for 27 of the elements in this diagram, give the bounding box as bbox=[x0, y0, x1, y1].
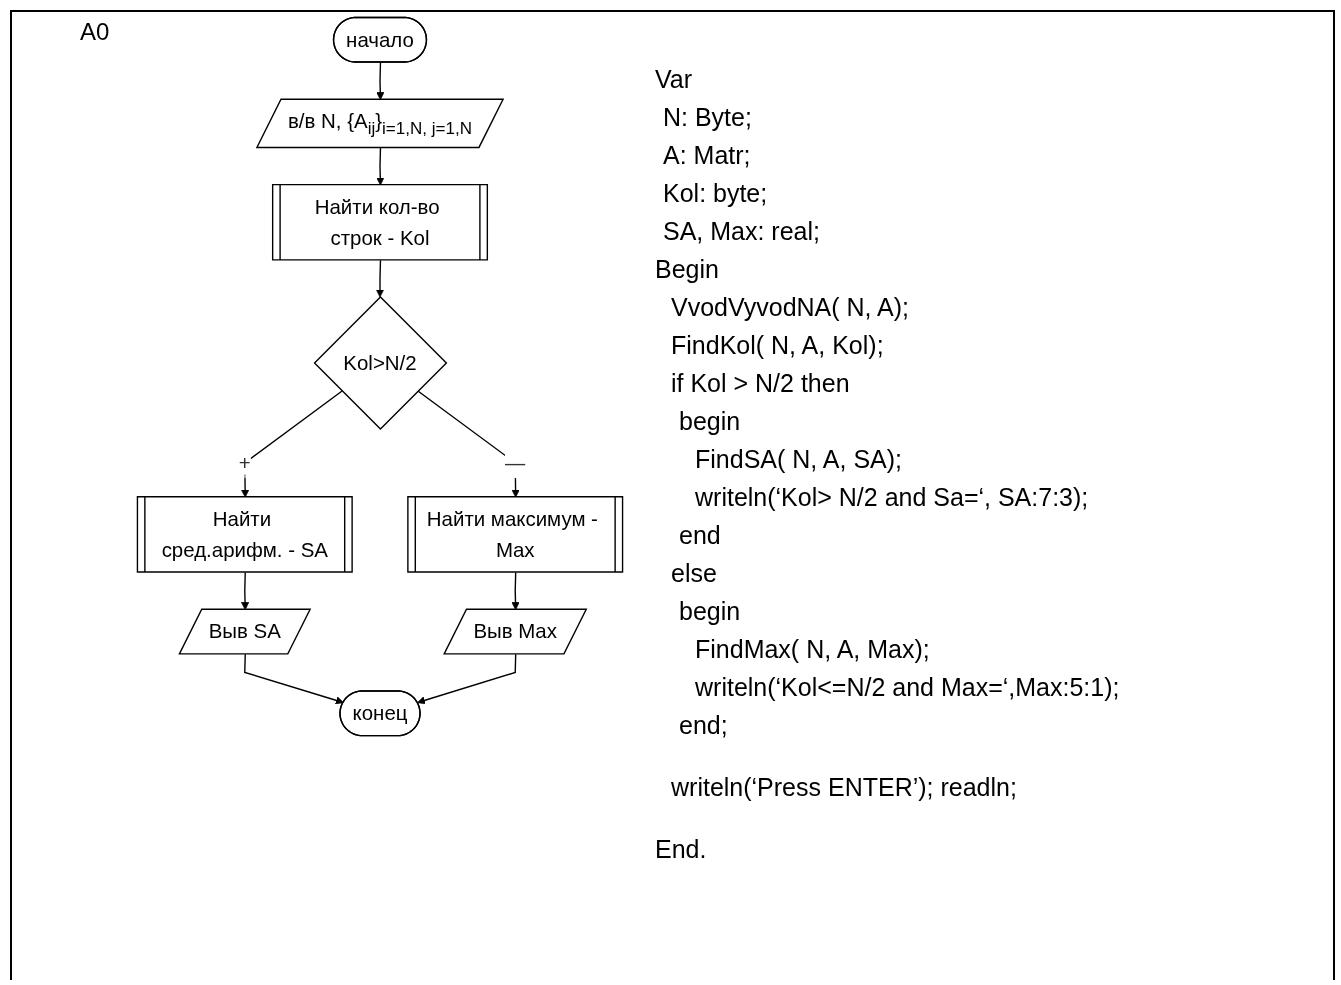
code-line: FindKol( N, A, Kol); bbox=[671, 330, 885, 361]
arrow bbox=[244, 653, 344, 705]
code-line: Var bbox=[655, 64, 694, 95]
code-line: writeln(‘Kol> N/2 and Sa=‘, SA:7:3); bbox=[695, 482, 1090, 513]
code-line: N: Byte; bbox=[663, 102, 753, 133]
diagram-label: A0 bbox=[80, 18, 110, 46]
edge-label: + bbox=[238, 451, 251, 475]
code-line: else bbox=[671, 558, 718, 589]
edge-label: — bbox=[505, 451, 526, 475]
arrow bbox=[375, 259, 385, 298]
code-line: VvodVyvodNA( N, A); bbox=[671, 292, 911, 323]
code-line: FindSA( N, A, SA); bbox=[695, 444, 903, 475]
code-line: SA, Max: real; bbox=[663, 216, 821, 247]
node-diamond: Kol>N/2 bbox=[313, 296, 448, 430]
code-line: FindMax( N, A, Max); bbox=[695, 634, 931, 665]
code-line: A: Matr; bbox=[663, 140, 752, 171]
arrow bbox=[417, 653, 517, 705]
code-line: begin bbox=[679, 406, 742, 437]
code-line: Kol: byte; bbox=[663, 178, 769, 209]
code-line: begin bbox=[679, 596, 742, 627]
code-line: End. bbox=[655, 834, 708, 865]
code-line: if Kol > N/2 then bbox=[671, 368, 851, 399]
code-line: end; bbox=[679, 710, 729, 741]
code-line: end bbox=[679, 520, 722, 551]
code-line: Begin bbox=[655, 254, 720, 285]
code-line: writeln(‘Press ENTER’); readln; bbox=[671, 772, 1018, 803]
code-line: writeln(‘Kol<=N/2 and Max=‘,Max:5:1); bbox=[695, 672, 1120, 703]
